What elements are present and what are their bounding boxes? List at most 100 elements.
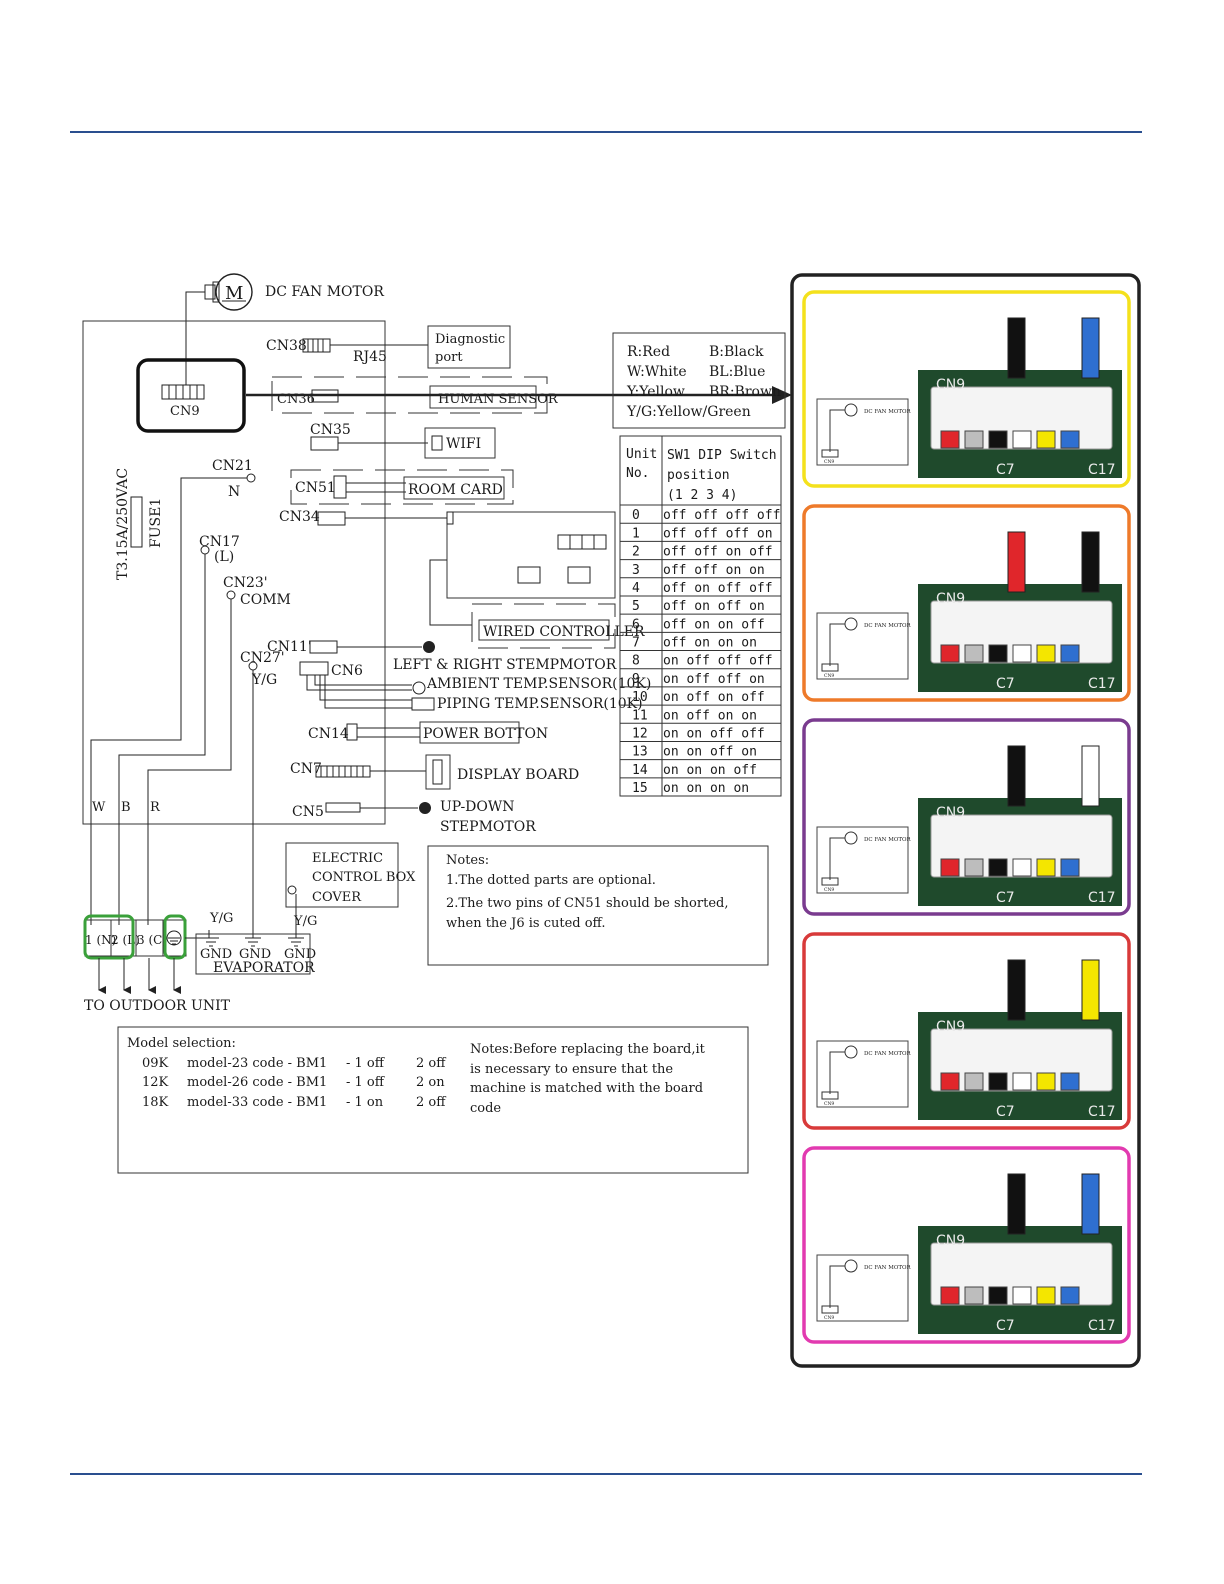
- motor-symbol: M: [225, 283, 243, 304]
- photo-cn9-label: CN9: [936, 591, 965, 607]
- svg-text:CN9: CN9: [170, 404, 200, 419]
- dip-unit: 5: [632, 599, 640, 614]
- dip-unit: 2: [632, 545, 640, 560]
- svg-text:CN17: CN17: [199, 534, 240, 550]
- svg-text:CN34: CN34: [279, 509, 320, 525]
- header-rule: [70, 131, 1142, 133]
- pin-mark: [1036, 430, 1056, 449]
- pin-mark: [1012, 1286, 1032, 1305]
- svg-text:WIRED CONTROLLER: WIRED CONTROLLER: [483, 624, 645, 640]
- mini-cn9-label: CN9: [824, 1101, 834, 1107]
- dc-fan-motor: M DC FAN MOTOR: [185, 273, 384, 385]
- dip-position: on on off on: [663, 745, 757, 760]
- dip-position: off on on on: [663, 636, 757, 651]
- photo-c17-label: C17: [1088, 462, 1116, 478]
- svg-text:when the J6 is cuted off.: when the J6 is cuted off.: [446, 916, 605, 931]
- svg-text:- 1 on: - 1 on: [346, 1095, 384, 1110]
- wire-mark: [1081, 531, 1100, 593]
- svg-text:BL:Blue: BL:Blue: [709, 364, 765, 380]
- photo-cn9-label: CN9: [936, 1233, 965, 1249]
- mini-motor-label: DC FAN MOTOR: [864, 409, 912, 415]
- photo-c7-label: C7: [996, 676, 1015, 692]
- model-selection-box: Model selection: 09K model-23 code - BM1…: [117, 1026, 749, 1174]
- svg-text:(L): (L): [214, 549, 234, 565]
- dip-unit: 12: [632, 726, 648, 741]
- svg-text:CN35: CN35: [310, 422, 351, 438]
- svg-text:ELECTRIC: ELECTRIC: [312, 851, 383, 866]
- svg-text:B:Black: B:Black: [709, 344, 764, 360]
- svg-text:GND: GND: [200, 947, 232, 962]
- dip-unit: 14: [632, 763, 648, 778]
- svg-text:FUSE1: FUSE1: [148, 498, 164, 548]
- svg-text:machine is matched with the bo: machine is matched with the board: [470, 1081, 703, 1096]
- pin-mark: [1060, 858, 1080, 877]
- svg-text:ROOM CARD: ROOM CARD: [408, 482, 503, 498]
- wire-mark: [1007, 317, 1026, 379]
- pin-mark: [988, 1286, 1008, 1305]
- svg-text:is necessary to ensure that th: is necessary to ensure that the: [470, 1062, 673, 1077]
- dip-position: off off on off: [663, 545, 773, 560]
- svg-text:TO OUTDOOR UNIT: TO OUTDOOR UNIT: [84, 998, 231, 1014]
- svg-text:DISPLAY BOARD: DISPLAY BOARD: [457, 767, 579, 783]
- pin-mark: [1012, 644, 1032, 663]
- wire-mark: [1007, 959, 1026, 1021]
- svg-text:SW1 DIP Switch: SW1 DIP Switch: [667, 448, 777, 463]
- wire-mark: [1081, 1173, 1100, 1235]
- wire-mark: [1081, 745, 1100, 807]
- svg-text:18K: 18K: [142, 1095, 169, 1110]
- motor-label: DC FAN MOTOR: [265, 284, 384, 300]
- pin-mark: [1036, 1286, 1056, 1305]
- dip-position: on on off off: [663, 726, 765, 741]
- dip-unit: 3: [632, 563, 640, 578]
- svg-text:GND: GND: [284, 947, 316, 962]
- mini-motor-label: DC FAN MOTOR: [864, 837, 912, 843]
- wire-mark: [1081, 317, 1100, 379]
- svg-text:2 (L): 2 (L): [111, 933, 140, 947]
- svg-text:1.The dotted parts are optio: 1.The dotted parts are optional.: [446, 873, 656, 888]
- dip-unit: 9: [632, 672, 640, 687]
- pin-mark: [940, 644, 960, 663]
- svg-text:2 on: 2 on: [416, 1075, 445, 1090]
- main-board: [82, 320, 386, 825]
- wire-mark: [1007, 1173, 1026, 1235]
- svg-text:2 off: 2 off: [416, 1095, 447, 1110]
- svg-text:- 1 off: - 1 off: [346, 1075, 386, 1090]
- mini-cn9-label: CN9: [824, 459, 834, 465]
- dip-position: on off off on: [663, 672, 765, 687]
- dip-unit: 7: [632, 636, 640, 651]
- svg-text:code: code: [470, 1101, 501, 1116]
- svg-text:CN5: CN5: [292, 804, 324, 820]
- svg-text:CN21: CN21: [212, 458, 253, 474]
- pin-mark: [1060, 1286, 1080, 1305]
- pin-mark: [1060, 430, 1080, 449]
- svg-text:Y/G: Y/G: [293, 914, 317, 929]
- photo-cn9-label: CN9: [936, 377, 965, 393]
- pin-mark: [964, 1072, 984, 1091]
- svg-text:model-26 code - BM1: model-26 code - BM1: [187, 1075, 327, 1090]
- dip-switch-table: Unit No. SW1 DIP Switch position (1 2 3 …: [619, 435, 782, 797]
- svg-text:2.The two pins of CN51 should: 2.The two pins of CN51 should be shorted…: [446, 896, 728, 911]
- svg-text:Y/G: Y/G: [209, 911, 233, 926]
- svg-text:LEFT & RIGHT STEMPMOTOR: LEFT & RIGHT STEMPMOTOR: [393, 657, 617, 673]
- svg-text:EVAPORATOR: EVAPORATOR: [213, 960, 315, 976]
- photo-c17-label: C17: [1088, 1318, 1116, 1334]
- pin-mark: [940, 430, 960, 449]
- svg-text:UP-DOWN: UP-DOWN: [440, 799, 515, 815]
- dip-position: off off on on: [663, 563, 765, 578]
- mini-motor-label: DC FAN MOTOR: [864, 623, 912, 629]
- pin-mark: [964, 644, 984, 663]
- pin-mark: [940, 858, 960, 877]
- pin-mark: [988, 1072, 1008, 1091]
- svg-text:CN51: CN51: [295, 480, 336, 496]
- wire-color-legend: R:Red B:Black W:White BL:Blue Y:Yellow B…: [612, 332, 786, 429]
- svg-text:- 1 off: - 1 off: [346, 1056, 386, 1071]
- svg-text:CN14: CN14: [308, 726, 349, 742]
- connector-photo-panel: [790, 273, 1141, 1368]
- svg-text:R:Red: R:Red: [627, 344, 670, 360]
- pin-mark: [1012, 858, 1032, 877]
- photo-cn9-label: CN9: [936, 1019, 965, 1035]
- pin-mark: [988, 644, 1008, 663]
- dip-unit: 1: [632, 526, 640, 541]
